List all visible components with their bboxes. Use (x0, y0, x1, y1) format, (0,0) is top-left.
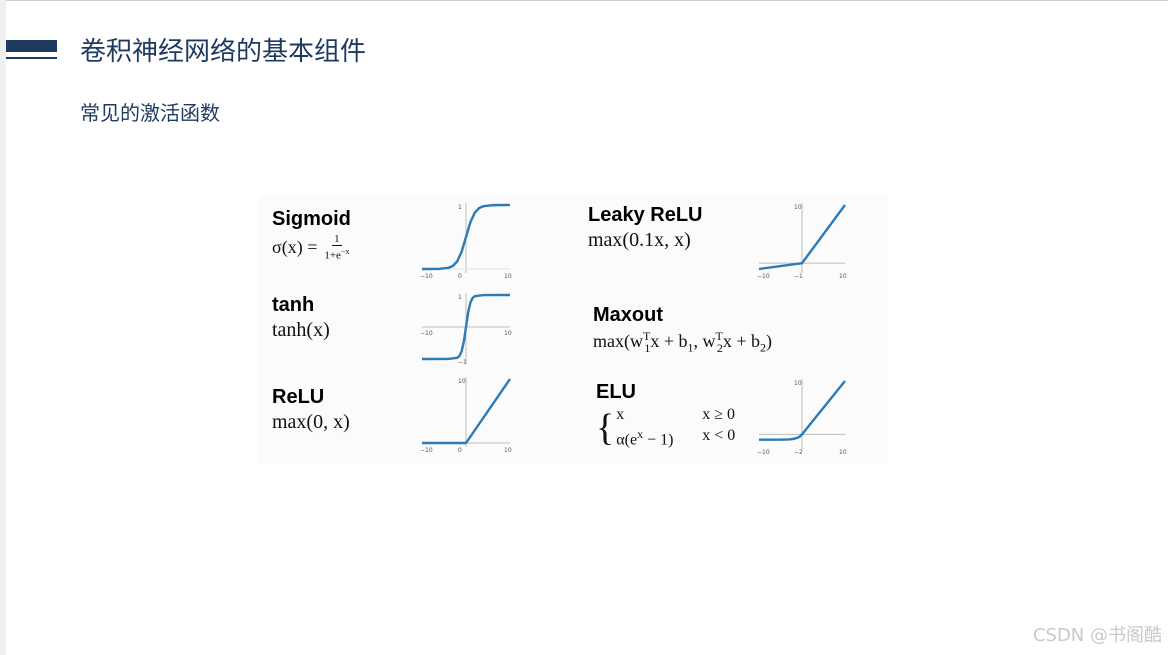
elu-case2-expr: α(ex − 1) (616, 427, 702, 449)
maxout-formula-b: x + b (650, 331, 688, 351)
maxout-formula-c: , w (693, 331, 716, 351)
title-accent-line (6, 57, 57, 59)
elu-case2-tail: − 1) (643, 431, 674, 449)
maxout-formula-a-sub: 1 (644, 340, 651, 355)
maxout-formula-b-sub: 1 (687, 340, 694, 355)
leaky-relu-formula: max(0.1x, x) (588, 229, 691, 251)
tanh-block: tanh tanh(x) (272, 294, 330, 342)
elu-case2-exp: x (637, 427, 644, 442)
elu-tick-ytop: 10 (794, 380, 802, 387)
relu-tick-xmax: 10 (504, 447, 512, 454)
tanh-plot: −10 10 1 −1 (420, 293, 512, 366)
sigmoid-tick-xmin: −10 (420, 273, 433, 280)
leaky-relu-block: Leaky ReLU max(0.1x, x) (588, 204, 703, 252)
leaky-relu-name: Leaky ReLU (588, 204, 703, 226)
tanh-tick-ytop: 1 (458, 294, 462, 301)
slide-top-border (0, 0, 1168, 1)
leaky-relu-plot: −10 10 10 −1 (757, 203, 847, 280)
leaky-relu-tick-ytop: 10 (794, 204, 802, 211)
elu-block: ELU { x x ≥ 0 α(ex − 1) x < 0 (596, 381, 735, 450)
maxout-formula: max(wT1x + b1, wT2x + b2) (593, 329, 772, 356)
relu-plot: −10 10 10 0 (420, 377, 512, 454)
elu-case1-cond: x ≥ 0 (702, 406, 736, 424)
sigmoid-plot: −10 10 1 0 (420, 203, 512, 280)
sigmoid-fraction: 1 1+e−x (322, 233, 351, 262)
maxout-formula-a: max(w (593, 331, 643, 351)
slide-title: 卷积神经网络的基本组件 (80, 37, 367, 67)
sigmoid-numerator: 1 (332, 233, 342, 246)
sigmoid-tick-yorigin: 0 (458, 273, 462, 280)
sigmoid-tick-xmax: 10 (504, 273, 512, 280)
elu-case2-cond: x < 0 (702, 427, 736, 445)
maxout-formula-d: x + b (722, 331, 760, 351)
sigmoid-denominator-exp: −x (340, 247, 350, 256)
tanh-tick-ybottom: −1 (458, 359, 467, 366)
sigmoid-curve (421, 203, 511, 271)
elu-name: ELU (596, 381, 636, 403)
leaky-relu-tick-xmin: −10 (757, 273, 770, 280)
relu-tick-xmin: −10 (420, 447, 433, 454)
tanh-formula: tanh(x) (272, 319, 330, 341)
sigmoid-formula-lhs: σ(x) = (272, 236, 318, 257)
maxout-formula-d-sub: 2 (759, 340, 766, 355)
maxout-name: Maxout (593, 304, 663, 326)
elu-tick-xmin: −10 (757, 449, 770, 456)
relu-curve (422, 378, 511, 445)
elu-formula: { x x ≥ 0 α(ex − 1) x < 0 (596, 406, 735, 450)
tanh-name: tanh (272, 294, 315, 316)
elu-tick-yorigin: −2 (794, 449, 803, 456)
sigmoid-block: Sigmoid σ(x) = 1 1+e−x (272, 208, 351, 262)
tanh-curve (421, 293, 511, 361)
maxout-formula-c-sup: T (715, 329, 723, 343)
maxout-block: Maxout max(wT1x + b1, wT2x + b2) (593, 304, 772, 356)
relu-name: ReLU (272, 386, 325, 408)
csdn-watermark: CSDN @书阁酷 (1032, 625, 1162, 646)
sigmoid-name: Sigmoid (272, 208, 351, 230)
relu-formula: max(0, x) (272, 411, 350, 433)
slide-left-margin (0, 0, 6, 655)
maxout-formula-a-sup: T (642, 329, 651, 343)
maxout-formula-e: ) (765, 331, 772, 351)
leaky-relu-tick-xmax: 10 (839, 273, 847, 280)
sigmoid-tick-ytop: 1 (458, 204, 462, 211)
leaky-relu-curve (758, 204, 846, 271)
activation-functions-figure: Sigmoid σ(x) = 1 1+e−x tanh tanh(x) ReLU… (258, 195, 888, 463)
maxout-formula-c-sub: 2 (716, 340, 723, 355)
elu-plot: −10 10 10 −2 (757, 379, 847, 456)
elu-case1-expr: x (616, 406, 625, 424)
sigmoid-denominator: 1+e−x (322, 246, 351, 262)
title-accent-bar (6, 40, 57, 52)
sigmoid-formula: σ(x) = 1 1+e−x (272, 233, 351, 262)
elu-brace: { (596, 407, 615, 449)
slide-subtitle: 常见的激活函数 (80, 101, 220, 125)
relu-block: ReLU max(0, x) (272, 386, 350, 434)
tanh-tick-xmin: −10 (420, 330, 433, 337)
sigmoid-denominator-base: 1+e (324, 249, 341, 262)
elu-case2-base: α(e (616, 431, 638, 449)
tanh-tick-xmax: 10 (504, 330, 512, 337)
elu-curve (758, 380, 846, 441)
relu-tick-ytop: 10 (458, 378, 466, 385)
elu-cases: x x ≥ 0 α(ex − 1) x < 0 (616, 406, 735, 450)
elu-tick-xmax: 10 (839, 449, 847, 456)
relu-tick-yorigin: 0 (458, 447, 462, 454)
leaky-relu-tick-yorigin: −1 (794, 273, 803, 280)
